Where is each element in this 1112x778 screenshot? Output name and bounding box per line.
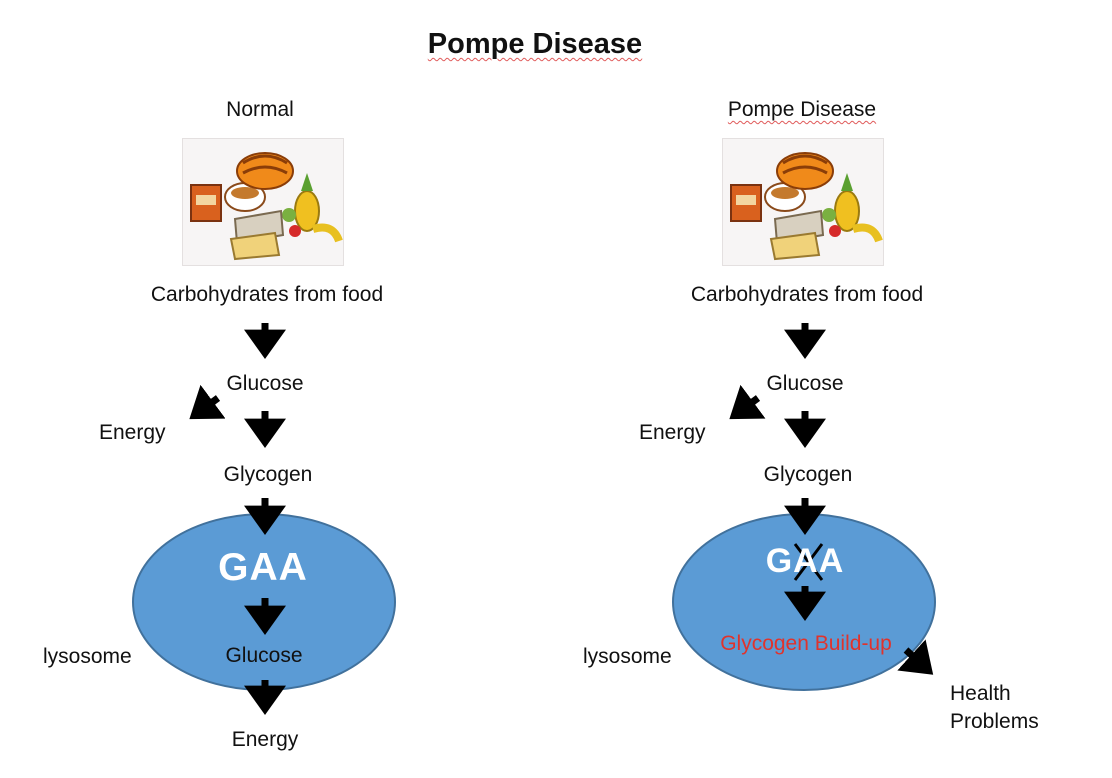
- disease-enzyme-label: GAA: [765, 542, 845, 580]
- food-illustration: [190, 152, 343, 261]
- normal-lysosome-label: lysosome: [43, 645, 132, 668]
- food-image-normal: [182, 138, 344, 266]
- food-illustration: [730, 152, 883, 261]
- glycogen-buildup-label: Glycogen Build-up: [720, 632, 892, 655]
- disease-glycogen-label: Glycogen: [763, 463, 853, 486]
- arrow-diagonal-icon: [189, 384, 226, 420]
- normal-glucose-inside-label: Glucose: [225, 644, 303, 667]
- normal-energy-bottom-label: Energy: [231, 728, 299, 751]
- disease-lysosome-label: lysosome: [583, 645, 672, 668]
- normal-enzyme-label: GAA: [218, 546, 308, 589]
- normal-heading: Normal: [226, 98, 294, 121]
- title-text: Pompe Disease: [427, 28, 643, 60]
- health-problems-label: Health Problems: [950, 680, 1039, 736]
- disease-glucose-label: Glucose: [766, 372, 844, 395]
- health-line-1: Health: [950, 682, 1011, 705]
- disease-energy-side-label: Energy: [639, 421, 706, 444]
- normal-glucose-label: Glucose: [226, 372, 304, 395]
- disease-heading: Pompe Disease: [728, 98, 876, 122]
- normal-glycogen-label: Glycogen: [223, 463, 313, 486]
- arrow-diagonal-icon: [897, 639, 934, 675]
- blocked-x-icon: [793, 543, 824, 581]
- diagram-title: Pompe Disease: [0, 28, 1070, 61]
- arrow-diagonal-icon: [729, 384, 766, 420]
- health-line-2: Problems: [950, 710, 1039, 733]
- normal-energy-side-label: Energy: [99, 421, 166, 444]
- disease-source-label: Carbohydrates from food: [690, 283, 924, 306]
- normal-source-label: Carbohydrates from food: [150, 283, 384, 306]
- food-image-disease: [722, 138, 884, 266]
- disease-heading-text: Pompe Disease: [727, 98, 877, 121]
